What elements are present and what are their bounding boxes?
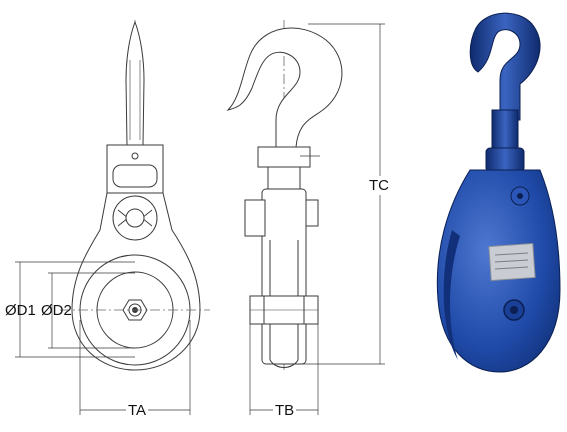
render-shank: [491, 109, 519, 153]
side-swivel-block: [257, 146, 311, 168]
front-view: [15, 20, 210, 415]
render-name-plate: [488, 242, 536, 282]
label-d1: ØD1: [5, 302, 36, 319]
label-tb: TB: [273, 402, 297, 419]
front-shank: [125, 20, 145, 146]
side-cheek-plate: [261, 188, 307, 365]
side-view: [226, 20, 385, 415]
product-render: [436, 12, 561, 373]
label-ta: TA: [126, 402, 149, 419]
render-hook: [469, 12, 541, 121]
label-tc: TC: [368, 176, 390, 195]
label-d2: ØD2: [41, 302, 72, 319]
side-hook: [226, 27, 343, 148]
